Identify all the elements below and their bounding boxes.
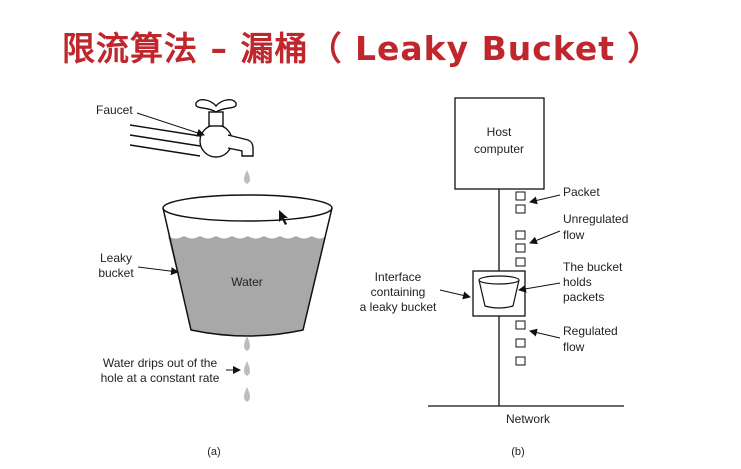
leaky-bucket-label-2: bucket bbox=[98, 266, 134, 280]
faucet-icon bbox=[129, 99, 254, 158]
water-label: Water bbox=[231, 275, 263, 289]
bucket-holds-label-1: The bucket bbox=[563, 260, 623, 274]
interface-bucket-icon bbox=[478, 275, 520, 309]
network-label: Network bbox=[506, 412, 551, 426]
interface-pointer-arrow bbox=[439, 289, 471, 300]
host-computer-box bbox=[454, 97, 545, 190]
packet-square bbox=[515, 191, 526, 201]
interface-label-1: Interface bbox=[375, 270, 422, 284]
faucet-label: Faucet bbox=[96, 103, 133, 117]
faucet-water-drop bbox=[243, 170, 251, 184]
regulated-packets bbox=[515, 320, 526, 366]
diagram-a: Water Faucet Leaky bucket Water drips ou… bbox=[96, 99, 333, 458]
unregulated-label-2: flow bbox=[563, 228, 585, 242]
regulated-label-2: flow bbox=[563, 340, 585, 354]
unregulated-pointer-arrow bbox=[529, 230, 561, 245]
water-drop-1 bbox=[243, 336, 251, 351]
packet-square bbox=[515, 204, 526, 214]
unregulated-label-1: Unregulated bbox=[563, 212, 628, 226]
packet-square bbox=[515, 338, 526, 348]
slide-title: 限流算法 – 漏桶（ Leaky Bucket ） bbox=[62, 29, 662, 68]
packet-square bbox=[515, 230, 526, 240]
diagram-b: Host computer Network Packet bbox=[360, 97, 628, 458]
mouse-cursor-icon bbox=[279, 210, 288, 225]
water-drop-3 bbox=[243, 387, 251, 402]
bucket-holds-label-2: holds bbox=[563, 275, 592, 289]
host-label-2: computer bbox=[474, 142, 524, 156]
interface-label-3: a leaky bucket bbox=[360, 300, 437, 314]
water-drop-2 bbox=[243, 361, 251, 376]
bucket-holds-pointer-arrow bbox=[518, 282, 561, 293]
interface-label-2: containing bbox=[371, 285, 426, 299]
regulated-pointer-arrow bbox=[529, 328, 561, 339]
leaky-bucket-pointer-arrow bbox=[137, 266, 179, 276]
packet-square bbox=[515, 320, 526, 330]
packet-square bbox=[515, 257, 526, 267]
leaky-bucket-label-1: Leaky bbox=[100, 251, 132, 265]
faucet-pointer-arrow bbox=[136, 112, 205, 137]
host-label-1: Host bbox=[487, 125, 512, 139]
drips-label-2: hole at a constant rate bbox=[101, 371, 220, 385]
packet-label: Packet bbox=[563, 185, 600, 199]
caption-b: (b) bbox=[511, 446, 524, 458]
bucket-icon bbox=[162, 194, 333, 337]
packet-square bbox=[515, 356, 526, 366]
drips-label-1: Water drips out of the bbox=[103, 356, 218, 370]
bucket-holds-label-3: packets bbox=[563, 290, 604, 304]
regulated-label-1: Regulated bbox=[563, 324, 618, 338]
caption-a: (a) bbox=[207, 446, 220, 458]
packet-pointer-arrow bbox=[529, 194, 561, 205]
unregulated-packets bbox=[515, 191, 526, 267]
packet-square bbox=[515, 243, 526, 253]
